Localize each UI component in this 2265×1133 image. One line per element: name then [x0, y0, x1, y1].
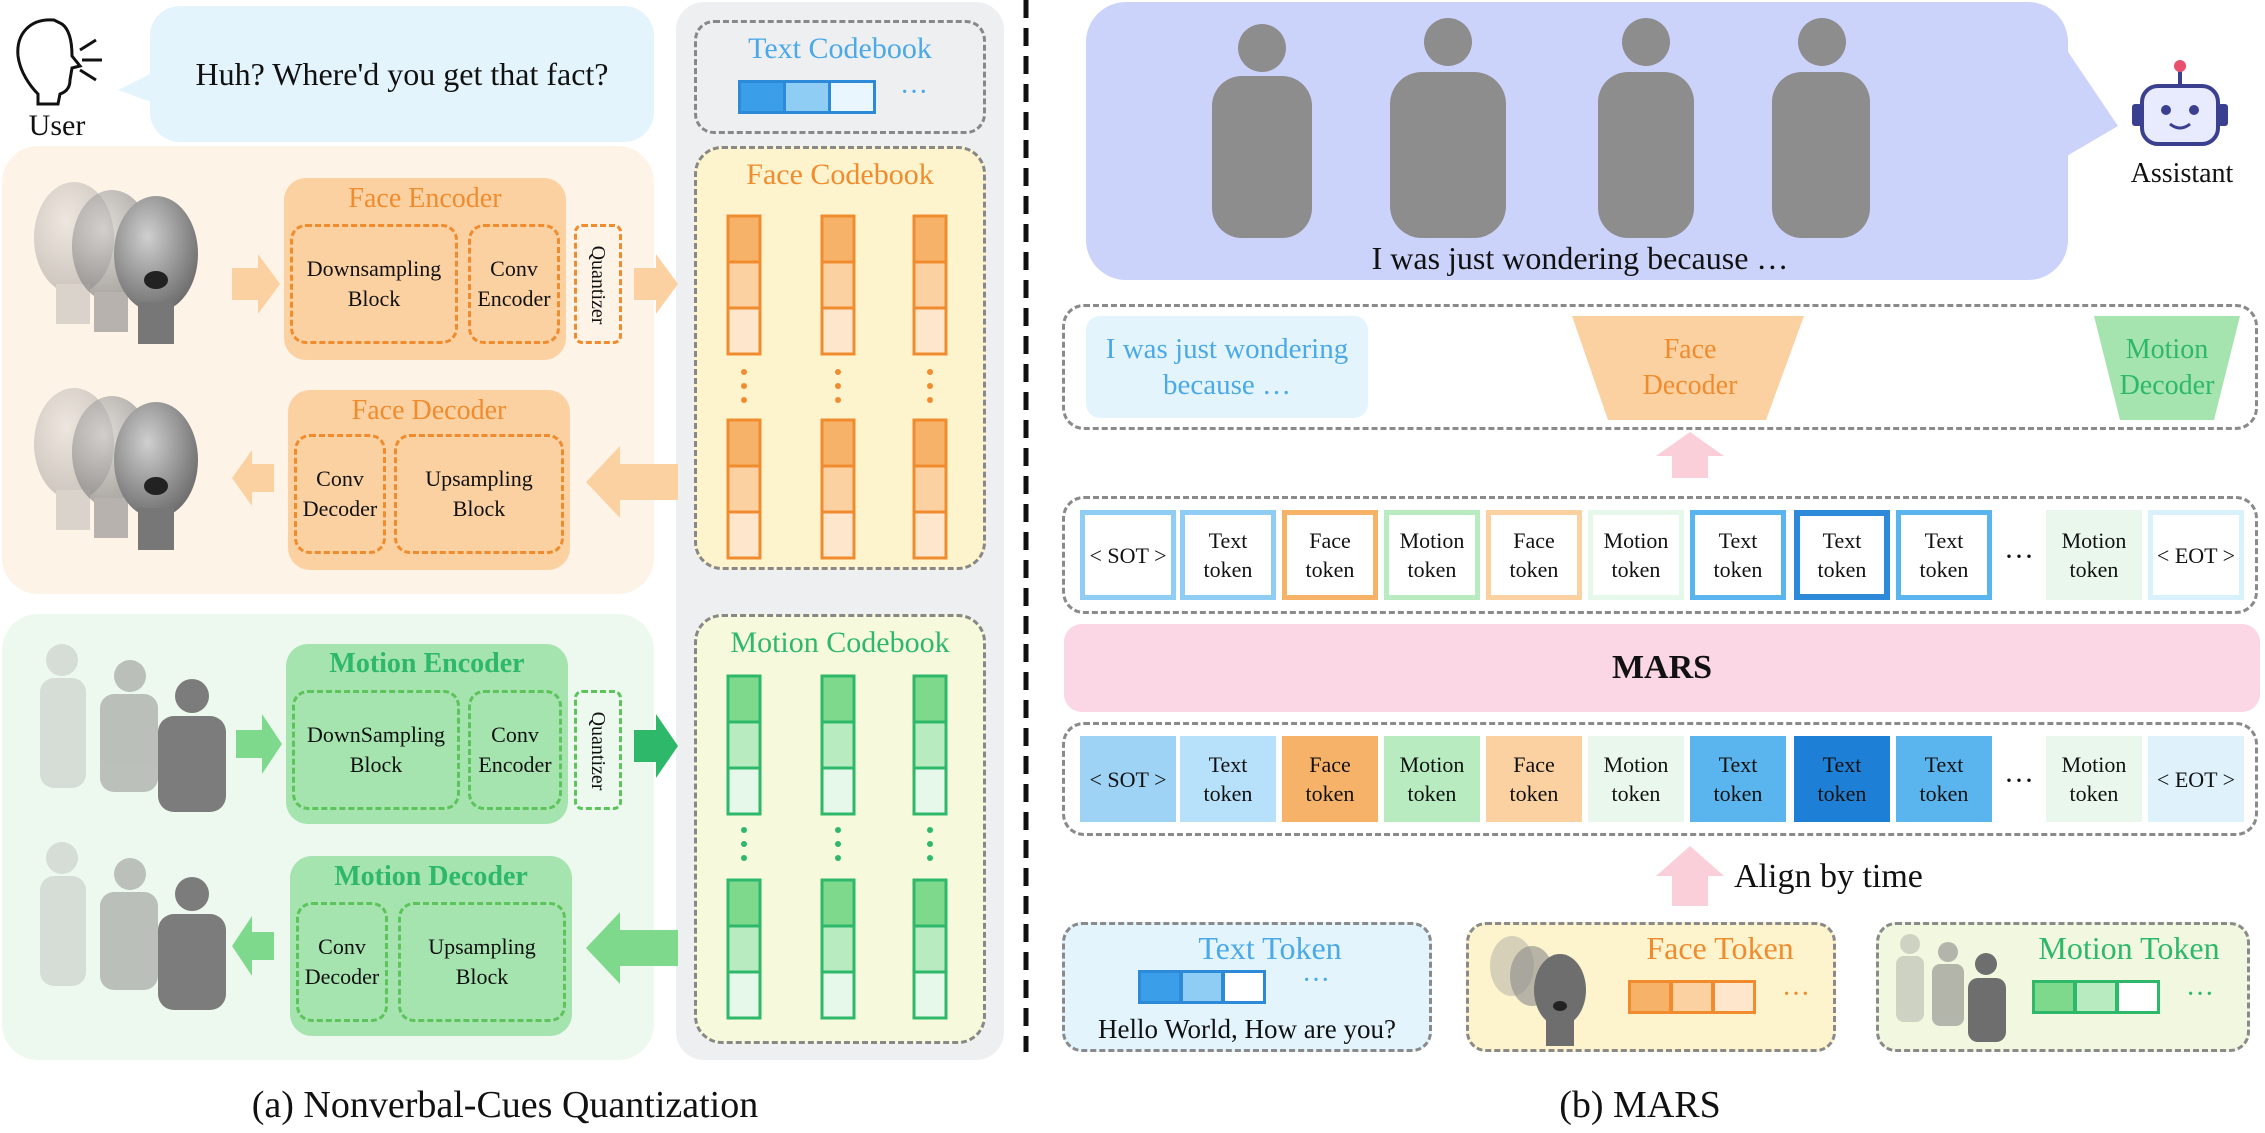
input-token: Face token	[1486, 736, 1582, 822]
output-motion-decoder: Motion Decoder	[2119, 334, 2215, 401]
output-token: < SOT >	[1080, 510, 1176, 600]
motion-codebook-title: Motion Codebook	[730, 626, 950, 659]
face-token-cell	[1670, 980, 1714, 1014]
face-encoder	[284, 178, 566, 360]
mars-model: MARS	[1064, 624, 2260, 712]
output-face-decoder: Face Decoder	[1642, 334, 1738, 401]
text-token-title: Text Token	[1198, 929, 1342, 966]
motion-decoder	[290, 856, 572, 1036]
output-row	[1062, 304, 2258, 430]
text-codebook-cell	[738, 80, 786, 114]
motion-encoder-title: Motion Encoder	[329, 648, 525, 679]
output-token: Text token	[1690, 510, 1786, 600]
input-token: Text token	[1896, 736, 1992, 822]
face-token-ellipsis: ···	[1782, 979, 1810, 1010]
output-token: Text token	[1180, 510, 1276, 600]
output-token: Text token	[1794, 510, 1890, 600]
user-label: User	[28, 109, 86, 142]
text-token-cell	[1222, 970, 1266, 1004]
face-encoder-conv-block: Conv Encoder	[468, 224, 560, 344]
output-token: Motion token	[1588, 510, 1684, 600]
input-token: < EOT >	[2148, 736, 2244, 822]
text-token-cell	[1180, 970, 1224, 1004]
align-label: Align by time	[1734, 858, 1923, 895]
text-codebook	[694, 20, 986, 134]
input-token: Text token	[1180, 736, 1276, 822]
input-token-ellipsis: ···	[2004, 763, 2034, 797]
face-token-title: Face Token	[1646, 929, 1794, 966]
output-text: I was just wondering because …	[1086, 316, 1368, 418]
output-token-ellipsis: ···	[2004, 539, 2034, 573]
motion-decoder-upsampling-block: Upsampling Block	[398, 902, 566, 1022]
face-quantizer	[574, 224, 622, 344]
input-token: Text token	[1794, 736, 1890, 822]
input-token-row	[1062, 722, 2258, 836]
assistant-utterance: I was just wondering because …	[1371, 239, 1789, 276]
motion-token-cell	[2116, 980, 2160, 1014]
text-codebook-title: Text Codebook	[748, 32, 932, 65]
mars-model-label: MARS	[1611, 649, 1713, 686]
input-token: < SOT >	[1080, 736, 1176, 822]
motion-token-ellipsis: ···	[2186, 979, 2214, 1010]
output-token-row	[1062, 496, 2258, 614]
face-encoder-downsampling-block: Downsampling Block	[290, 224, 458, 344]
input-token: Face token	[1282, 736, 1378, 822]
output-token: Motion token	[2046, 510, 2142, 600]
face-codebook-title: Face Codebook	[746, 158, 934, 191]
text-codebook-ellipsis: ···	[900, 77, 928, 108]
output-token: Face token	[1486, 510, 1582, 600]
text-token-example: Hello World, How are you?	[1097, 1013, 1396, 1044]
motion-decoder-conv-block: Conv Decoder	[296, 902, 388, 1022]
text-codebook-cell	[783, 80, 831, 114]
face-decoder-upsampling-block: Upsampling Block	[394, 434, 564, 554]
panel-b-caption: (b) MARS	[1559, 1084, 1721, 1126]
output-token: Motion token	[1384, 510, 1480, 600]
motion-token-cell	[2074, 980, 2118, 1014]
motion-decoder-title: Motion Decoder	[334, 861, 528, 892]
motion-token-cell	[2032, 980, 2076, 1014]
face-encoder-title: Face Encoder	[348, 183, 502, 214]
motion-token-title: Motion Token	[2038, 929, 2220, 966]
panel-a-caption: (a) Nonverbal-Cues Quantization	[251, 1084, 759, 1126]
input-token: Motion token	[1384, 736, 1480, 822]
input-token: Motion token	[1588, 736, 1684, 822]
motion-encoder-downsampling-block: DownSampling Block	[292, 690, 460, 810]
motion-encoder-conv-block: Conv Encoder	[468, 690, 562, 810]
text-codebook-cell	[828, 80, 876, 114]
motion-quantizer	[574, 690, 622, 810]
user-utterance: Huh? Where'd you get that fact?	[195, 55, 609, 92]
face-decoder-title: Face Decoder	[351, 395, 507, 426]
face-decoder-conv-block: Conv Decoder	[294, 434, 386, 554]
user-speech-bubble: Huh? Where'd you get that fact?	[150, 6, 654, 142]
output-token: Text token	[1896, 510, 1992, 600]
output-token: Face token	[1282, 510, 1378, 600]
output-token: < EOT >	[2148, 510, 2244, 600]
assistant-label: Assistant	[2130, 158, 2234, 189]
input-token: Text token	[1690, 736, 1786, 822]
face-token-cell	[1712, 980, 1756, 1014]
motion-encoder	[286, 644, 568, 824]
text-token-ellipsis: ···	[1302, 965, 1330, 996]
face-decoder	[288, 390, 570, 570]
input-token: Motion token	[2046, 736, 2142, 822]
